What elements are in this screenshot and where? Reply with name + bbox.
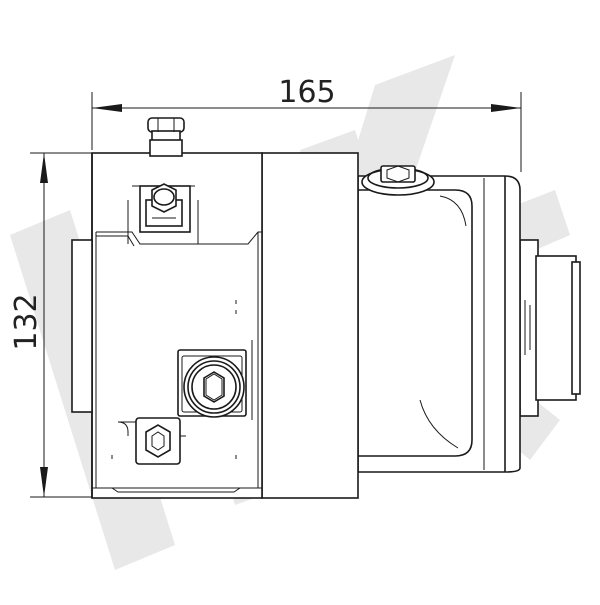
oil-plug [361,165,435,196]
breather-fitting [147,117,185,157]
dimension-horizontal: 165 [91,75,522,172]
pressure-port [139,183,191,233]
dimension-label-height: 132 [9,293,44,350]
dimension-label-length: 165 [278,75,335,110]
motor-housing [71,152,359,499]
pump-body [357,175,521,473]
bleed-screw [177,349,247,418]
dimension-vertical: 132 [9,152,92,498]
drain-fitting [117,417,186,465]
shaft-seal [519,239,581,417]
